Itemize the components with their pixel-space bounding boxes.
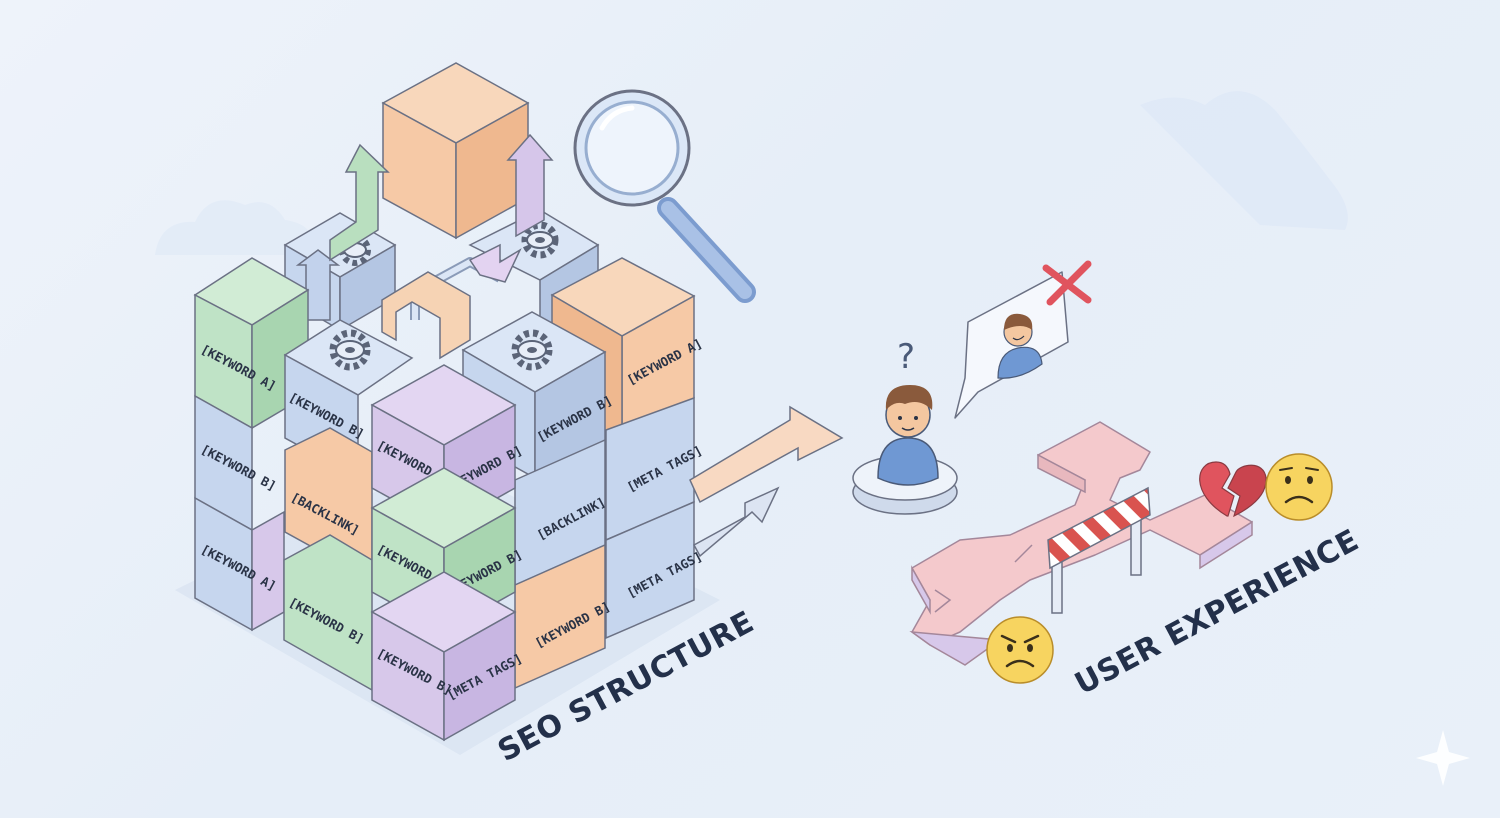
- cube-far-right-low: [META TAGS]: [605, 500, 705, 640]
- cube-left-low: [KEYWORD A]: [194, 496, 285, 632]
- cube-green-front-left: [KEYWORD B]: [283, 534, 373, 692]
- gear-icon: [329, 329, 371, 371]
- sad-face-icon: [1265, 453, 1333, 521]
- orange-top-cube: [381, 62, 530, 240]
- cube-left-top: [KEYWORD A]: [193, 257, 310, 430]
- broken-heart-icon: [1199, 461, 1267, 518]
- gear-icon: [511, 329, 553, 371]
- gear-icon: [521, 221, 559, 259]
- sparkle-icon: [1416, 730, 1470, 786]
- arrow-icon: [295, 133, 554, 360]
- cloud-icon: [155, 200, 313, 255]
- speech-bubble: [954, 271, 1069, 419]
- user-avatar-icon: [997, 313, 1043, 379]
- cube-orange-right-low: [KEYWORD B]: [514, 543, 613, 690]
- question-mark: ?: [897, 337, 915, 377]
- cloud-icon: [1140, 91, 1348, 231]
- barrier-icon: [1047, 486, 1151, 614]
- cube-purple-bottom: [KEYWORD B] [META TAGS]: [370, 571, 525, 742]
- arrow-icon: [689, 405, 844, 558]
- angry-face-icon: [986, 616, 1054, 684]
- x-mark-icon: [1042, 260, 1092, 306]
- user-avatar-icon: [852, 385, 958, 515]
- cube-orange-backlink: [BACKLINK]: [284, 427, 373, 582]
- cube-far-right-mid: [META TAGS]: [605, 396, 705, 542]
- magnifier-icon: [573, 89, 756, 303]
